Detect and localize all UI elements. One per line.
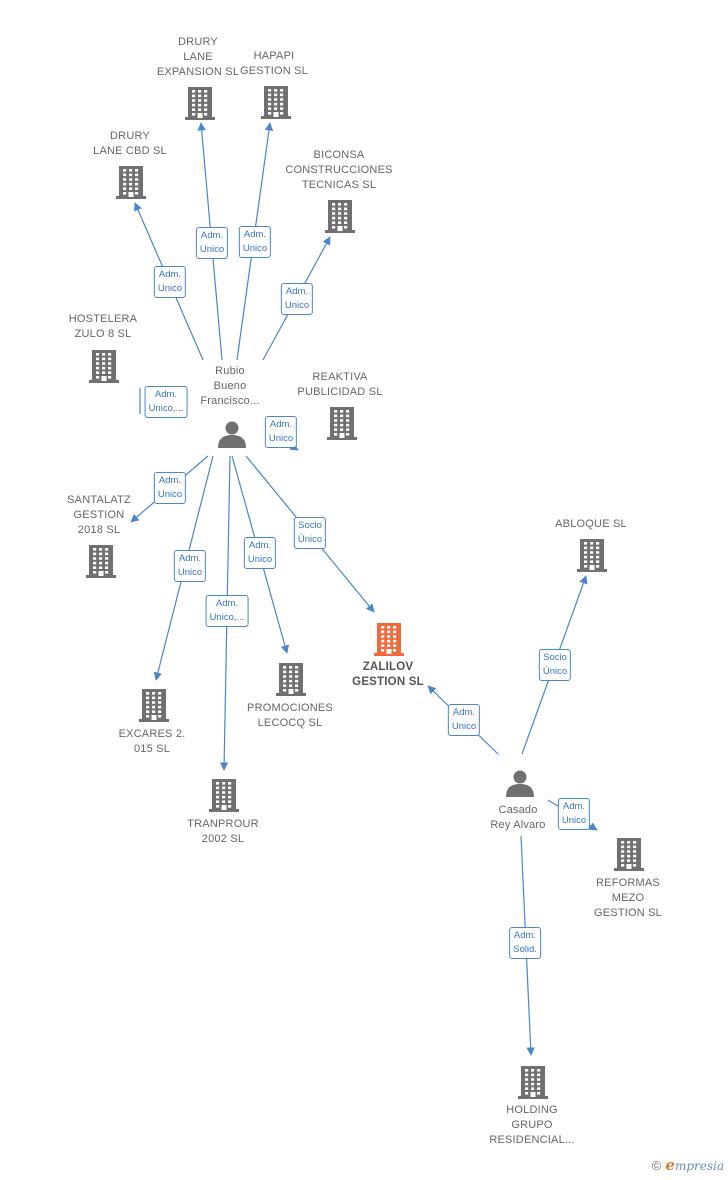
edge-label-e5[interactable]: Adm. Unico,...	[144, 386, 188, 418]
edge-label-e2[interactable]: Adm. Unico	[238, 226, 272, 258]
edge-label-e13[interactable]: Socio Único	[538, 649, 572, 681]
building-icon-santalatz[interactable]	[86, 545, 116, 578]
edge-label-e9[interactable]: Adm. Unico	[243, 537, 277, 569]
edge-label-e10[interactable]: Adm. Unico,...	[205, 595, 249, 627]
node-label-rubio-bueno[interactable]: Rubio Bueno Francisco...	[200, 365, 260, 407]
edge-label-e14[interactable]: Adm. Unico	[557, 798, 591, 830]
building-icon-promociones-lecocq[interactable]	[276, 663, 306, 696]
building-icon-drury-lane-expansion[interactable]	[185, 87, 215, 120]
brand-footer: © empresia	[652, 1156, 724, 1174]
edge-label-e7[interactable]: Adm. Unico	[153, 472, 187, 504]
building-icon-biconsa[interactable]	[325, 200, 355, 233]
building-icon-reaktiva[interactable]	[327, 407, 357, 440]
edge-label-e3[interactable]: Adm. Unico	[153, 266, 187, 298]
node-label-biconsa[interactable]: BICONSA CONSTRUCCIONES TECNICAS SL	[285, 149, 393, 191]
node-label-drury-lane-cbd[interactable]: DRURY LANE CBD SL	[93, 130, 167, 157]
empresia-logo[interactable]: empresia	[665, 1156, 724, 1174]
building-icon-excares[interactable]	[139, 689, 169, 722]
node-label-excares[interactable]: EXCARES 2. 015 SL	[118, 728, 186, 755]
node-label-promociones-lecocq[interactable]: PROMOCIONES LECOCQ SL	[247, 702, 333, 729]
edge-label-e8[interactable]: Adm. Unico	[173, 550, 207, 582]
node-label-casado-rey[interactable]: Casado Rey Alvaro	[490, 804, 546, 831]
node-label-reformas-mezo[interactable]: REFORMAS MEZO GESTION SL	[593, 877, 663, 919]
node-label-hostelera-zulo[interactable]: HOSTELERA ZULO 8 SL	[68, 313, 138, 340]
edge-label-e11[interactable]: Socio Único	[293, 517, 327, 549]
copyright-symbol: ©	[651, 1157, 662, 1173]
building-icon-reformas-mezo[interactable]	[614, 838, 644, 871]
edge-label-e15[interactable]: Adm. Solid.	[509, 927, 541, 959]
building-icon-hapapi-gestion[interactable]	[261, 86, 291, 119]
building-icon-zalilov[interactable]	[374, 623, 404, 656]
building-icon-abloque[interactable]	[577, 539, 607, 572]
node-label-zalilov[interactable]: ZALILOV GESTION SL	[352, 661, 424, 688]
node-label-hapapi-gestion[interactable]: HAPAPI GESTION SL	[239, 50, 309, 77]
person-icon-casado-rey[interactable]	[506, 770, 534, 798]
edge-label-e1[interactable]: Adm. Unico	[195, 227, 229, 259]
edge-label-e12[interactable]: Adm. Unico	[447, 704, 481, 736]
building-icon-holding-grupo[interactable]	[518, 1066, 548, 1099]
node-label-santalatz[interactable]: SANTALATZ GESTION 2018 SL	[67, 494, 131, 536]
node-label-tranprour[interactable]: TRANPROUR 2002 SL	[187, 818, 259, 845]
edge-label-e4[interactable]: Adm. Unico	[280, 283, 314, 315]
node-label-drury-lane-expansion[interactable]: DRURY LANE EXPANSION SL	[156, 36, 240, 78]
building-icon-hostelera-zulo[interactable]	[89, 350, 119, 383]
edge-label-e6[interactable]: Adm. Unico	[264, 416, 298, 448]
node-label-reaktiva[interactable]: REAKTIVA PUBLICIDAD SL	[297, 371, 383, 398]
person-icon-rubio-bueno[interactable]	[218, 421, 246, 449]
building-icon-tranprour[interactable]	[209, 779, 239, 812]
building-icon-drury-lane-cbd[interactable]	[116, 166, 146, 199]
node-label-abloque[interactable]: ABLOQUE SL	[555, 518, 627, 530]
node-label-holding-grupo[interactable]: HOLDING GRUPO RESIDENCIAL...	[489, 1104, 575, 1146]
